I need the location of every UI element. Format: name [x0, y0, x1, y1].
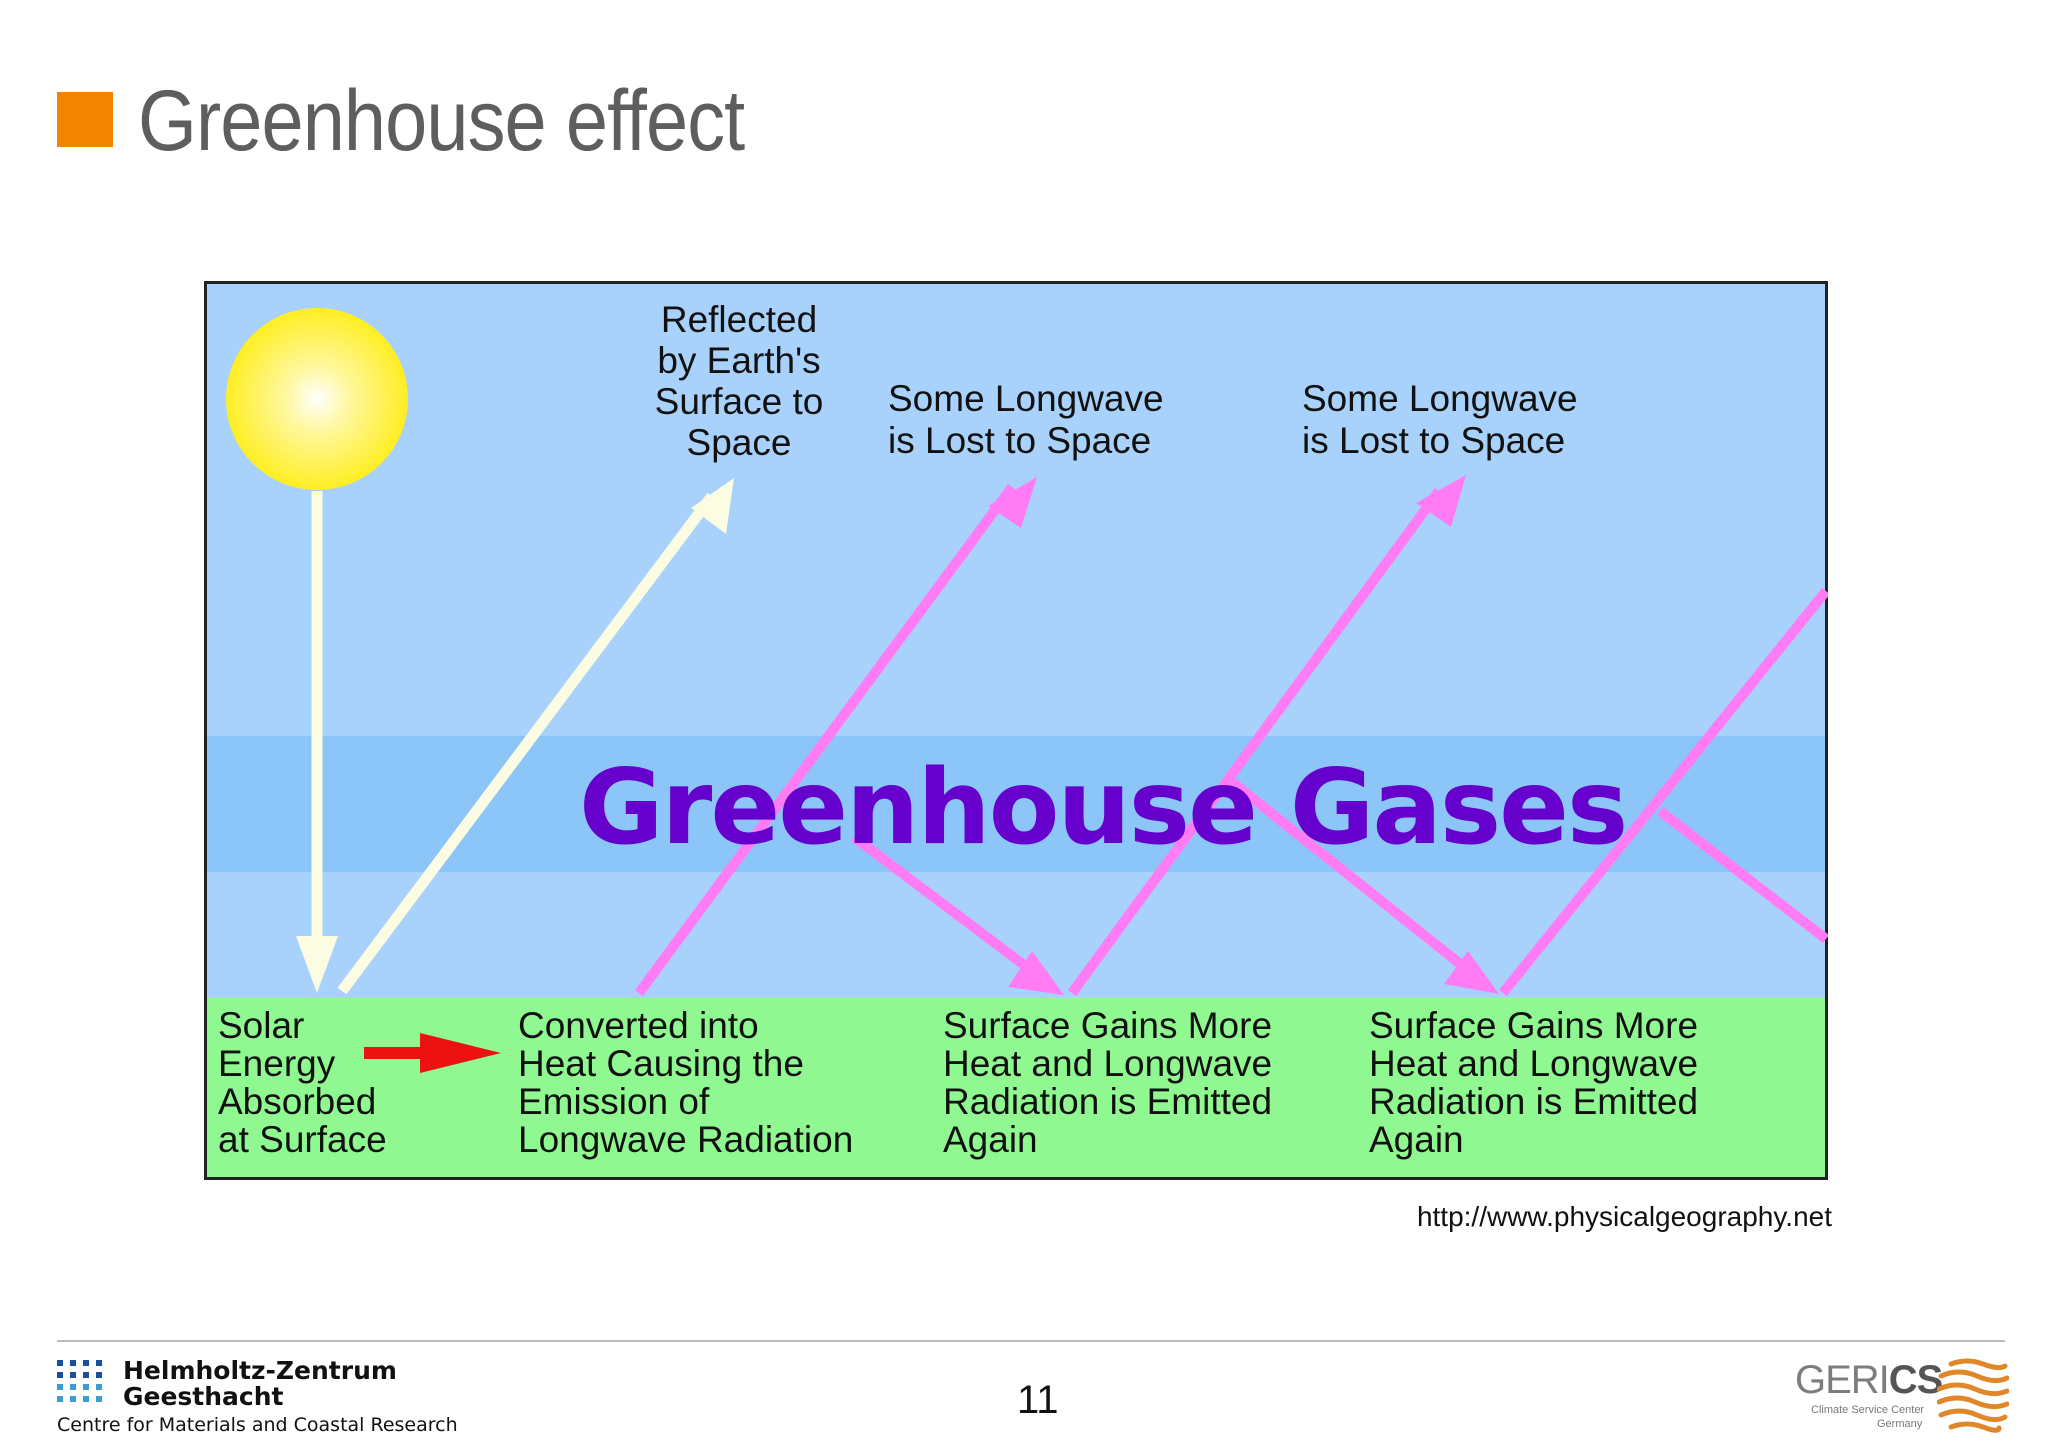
footer-divider [57, 1340, 2005, 1342]
earth-surface [205, 998, 1827, 1179]
gerics-wordmark: GERICS [1795, 1358, 1943, 1402]
slide-title: Greenhouse effect [138, 73, 745, 169]
surface-label-4-line-4: Again [1369, 1119, 1464, 1160]
sky-area [205, 282, 1827, 998]
surface-label-2-line-3: Emission of [518, 1081, 710, 1122]
incoming-solar-arrow [296, 491, 338, 993]
surface-label-2-line-2: Heat Causing the [518, 1043, 804, 1084]
longwave-down-arrow-2 [1227, 777, 1473, 975]
surface-label-1-line-1: Solar [218, 1005, 304, 1046]
surface-label-4-line-3: Radiation is Emitted [1369, 1081, 1698, 1122]
hzg-name-line-1: Helmholtz-Zentrum [123, 1356, 397, 1385]
longwave-up-arrow-1 [634, 484, 1017, 996]
surface-label-4-line-1: Surface Gains More [1369, 1005, 1698, 1046]
title-bullet-square [57, 92, 113, 147]
surface-label-4-line-2: Heat and Longwave [1369, 1043, 1698, 1084]
longwave-down-arrowhead-2 [1444, 951, 1499, 994]
longwave-lost-label-2-line-2: is Lost to Space [1302, 420, 1565, 461]
surface-label-1-line-2: Energy [218, 1043, 336, 1084]
reflected-solar-arrow [337, 478, 734, 995]
surface-label-2-line-4: Longwave Radiation [518, 1119, 853, 1160]
hzg-dots-icon [57, 1360, 102, 1402]
longwave-up-arrowhead-1 [988, 477, 1037, 528]
gerics-logo: GERICS Climate Service Center Germany [1795, 1356, 2010, 1436]
diagram-border [204, 281, 1828, 1180]
greenhouse-gases-label: Greenhouse Gases [579, 748, 1626, 868]
hzg-name-line-2: Geesthacht [123, 1382, 284, 1411]
surface-label-3-line-1: Surface Gains More [943, 1005, 1272, 1046]
reflected-label-line-4: Space [687, 422, 792, 463]
longwave-down-arrow-1 [850, 833, 1036, 975]
surface-label-2-line-1: Converted into [518, 1005, 759, 1046]
page-number: 11 [1017, 1378, 1059, 1422]
hzg-subtitle: Centre for Materials and Coastal Researc… [57, 1414, 458, 1436]
longwave-lost-label-2-line-1: Some Longwave [1302, 378, 1578, 419]
diagram-svg: Greenhouse Gases Reflected by Earth's Su… [204, 281, 1828, 1180]
longwave-down-arrow-3 [1656, 807, 1828, 943]
gerics-subtitle-1: Climate Service Center [1811, 1404, 1925, 1416]
reflected-label-line-3: Surface to [655, 381, 824, 422]
longwave-up-arrowhead-2 [1416, 475, 1466, 527]
surface-label-1-line-4: at Surface [218, 1119, 387, 1160]
surface-label-3-line-3: Radiation is Emitted [943, 1081, 1272, 1122]
longwave-up-arrow-3 [1499, 587, 1828, 997]
longwave-down-arrowhead-1 [1008, 951, 1064, 995]
longwave-up-arrow-2 [1067, 488, 1444, 996]
gerics-waves-icon [1937, 1358, 2009, 1433]
longwave-lost-label-1-line-2: is Lost to Space [888, 420, 1151, 461]
source-url[interactable]: http://www.physicalgeography.net [1416, 1201, 1832, 1232]
longwave-lost-label-1-line-1: Some Longwave [888, 378, 1164, 419]
reflected-label-line-2: by Earth's [657, 340, 820, 381]
greenhouse-diagram: Greenhouse Gases Reflected by Earth's Su… [204, 281, 1828, 1180]
surface-label-3-line-2: Heat and Longwave [943, 1043, 1272, 1084]
longwave-radiation-arrows [634, 475, 1828, 997]
conversion-arrow [364, 1033, 501, 1073]
sun-icon [226, 308, 408, 490]
reflected-label-line-1: Reflected [661, 299, 817, 340]
surface-label-3-line-4: Again [943, 1119, 1038, 1160]
surface-label-1-line-3: Absorbed [218, 1081, 376, 1122]
gerics-subtitle-2: Germany [1877, 1418, 1923, 1430]
